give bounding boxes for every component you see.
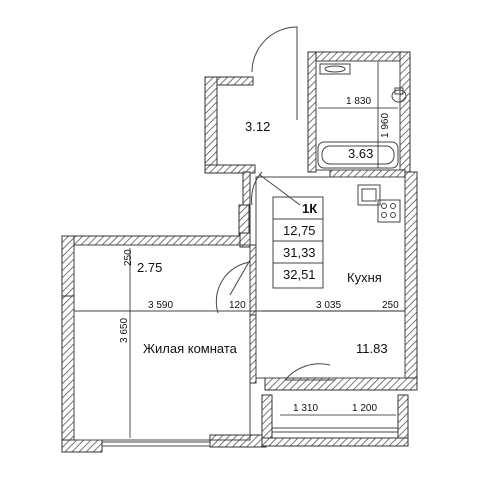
dim-bath-width: 1 830 bbox=[346, 96, 371, 107]
wall-bottom-mid bbox=[209, 434, 267, 448]
dim-balcony-right: 1 200 bbox=[352, 403, 377, 414]
dim-corridor-side: 250 bbox=[123, 249, 134, 266]
wall-bath-right bbox=[399, 51, 411, 178]
wall-partition-small bbox=[238, 204, 250, 236]
wall-living-kitchen-lower bbox=[249, 314, 257, 384]
entry-door-swing bbox=[251, 26, 298, 73]
kitchen-name: Кухня bbox=[347, 270, 382, 285]
bathtub bbox=[317, 141, 399, 169]
wall-balcony-bottom bbox=[261, 437, 409, 447]
living-door-leaf bbox=[229, 259, 251, 296]
wall-living-kitchen bbox=[249, 244, 257, 316]
living-room-name: Жилая комната bbox=[143, 341, 238, 356]
dim-partition: 120 bbox=[229, 300, 246, 311]
unit-type: 1К bbox=[302, 201, 317, 216]
wall-corridor-stub bbox=[239, 232, 251, 248]
dim-bath-height: 1 960 bbox=[380, 113, 391, 138]
kitchen-area: 11.83 bbox=[356, 341, 388, 356]
living-room-outline bbox=[73, 244, 251, 441]
area-total-no-balcony: 31,33 bbox=[283, 245, 316, 260]
wall-bath-top bbox=[307, 51, 411, 62]
bathroom-area: 3.63 bbox=[348, 146, 373, 161]
kitchen-stove bbox=[377, 199, 401, 223]
toilet bbox=[391, 89, 407, 103]
wall-living-top bbox=[67, 235, 247, 246]
bathroom-outline bbox=[315, 60, 401, 171]
wall-left-window-jamb bbox=[61, 235, 75, 297]
kitchen-outline bbox=[255, 176, 406, 379]
hall-door-leaf bbox=[259, 174, 301, 206]
walls bbox=[61, 51, 418, 453]
dim-living-height: 3 650 bbox=[119, 318, 130, 343]
kitchen-sink bbox=[357, 184, 381, 206]
area-summary: 1К 12,75 31,33 32,51 bbox=[272, 196, 324, 289]
wall-hallway-left bbox=[204, 76, 218, 173]
room-outlines bbox=[73, 60, 406, 447]
dim-kitchen-side: 250 bbox=[382, 300, 399, 311]
bathroom-sink bbox=[319, 63, 351, 75]
dim-balcony-left: 1 310 bbox=[293, 403, 318, 414]
wall-right-outer bbox=[404, 171, 418, 388]
fixtures bbox=[317, 63, 407, 223]
area-total: 32,51 bbox=[283, 267, 316, 282]
wall-hallway-bottom bbox=[204, 164, 256, 174]
wall-bath-left bbox=[307, 51, 317, 173]
dimension-lines bbox=[129, 62, 405, 438]
hallway-area: 3.12 bbox=[245, 119, 270, 134]
dim-kitchen-width: 3 035 bbox=[316, 300, 341, 311]
corridor-area: 2.75 bbox=[137, 260, 162, 275]
dim-living-width: 3 590 bbox=[148, 300, 173, 311]
wall-bath-bottom bbox=[329, 169, 406, 178]
doors bbox=[215, 26, 335, 381]
area-living-summary: 12,75 bbox=[283, 223, 316, 238]
wall-bottom-left bbox=[61, 439, 103, 453]
